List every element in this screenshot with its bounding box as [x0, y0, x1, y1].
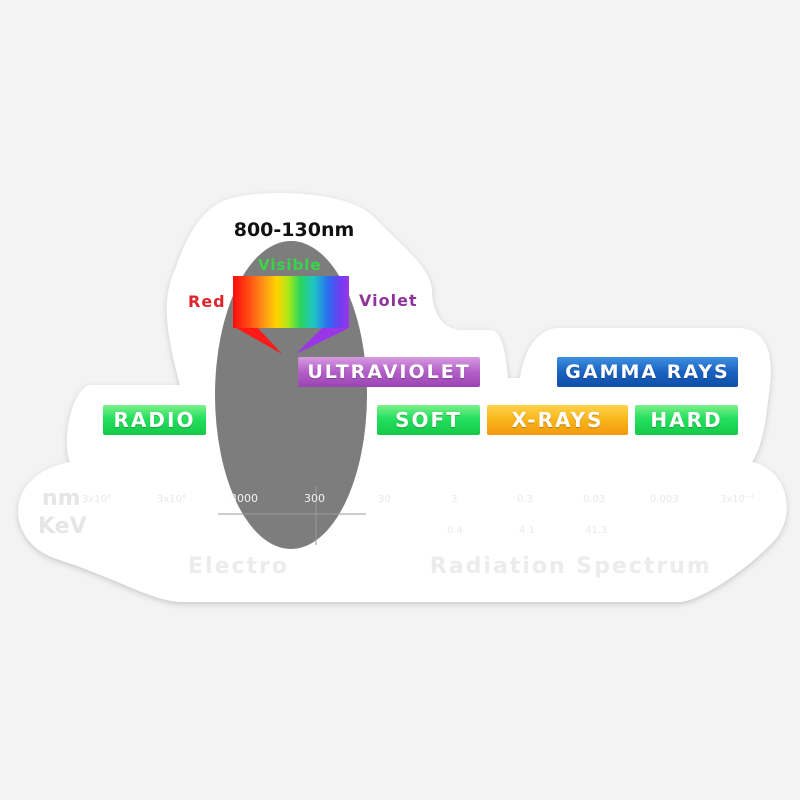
red-pointer: [236, 328, 282, 354]
visible-label: Visible: [258, 256, 322, 274]
violet-pointer: [296, 328, 349, 354]
caption-part: Electro: [188, 554, 290, 579]
nm-value: 0.03: [583, 494, 606, 505]
nm-value: 3x10⁶: [82, 494, 112, 505]
nm-unit-label: nm: [42, 486, 81, 511]
kev-value: 4.1: [519, 525, 535, 536]
band-hard: HARD: [635, 405, 738, 435]
band-radio: RADIO: [103, 405, 206, 435]
caption-part: magnetic: [289, 554, 421, 579]
kev-unit-label: KeV: [38, 514, 87, 539]
band-x-rays: X-RAYS: [487, 405, 628, 435]
kev-value: 41.3: [585, 525, 608, 536]
caption-part: Radiation Spectrum: [420, 554, 712, 579]
nm-value: 3x10⁻⁴: [720, 494, 755, 505]
nm-value: 30: [378, 494, 391, 505]
nm-value: 3x10⁴: [157, 494, 187, 505]
nm-value: 3000: [230, 492, 258, 505]
visible-range-title: 800-130nm: [233, 219, 355, 241]
nm-value: 3: [451, 494, 458, 505]
band-gamma-rays: GAMMA RAYS: [557, 357, 738, 387]
visible-rainbow-bar: [233, 276, 349, 328]
spectrum-caption: Electromagnetic Radiation Spectrum: [188, 554, 712, 579]
red-label: Red: [188, 292, 226, 311]
kev-value: 0.4: [447, 525, 463, 536]
nm-value: 0.3: [517, 494, 533, 505]
band-soft: SOFT: [377, 405, 480, 435]
nm-value: 0.003: [650, 494, 679, 505]
band-ultraviolet: ULTRAVIOLET: [298, 357, 480, 387]
nm-value: 300: [304, 492, 325, 505]
violet-label: Violet: [359, 291, 418, 310]
sticker-outline: [18, 193, 787, 602]
